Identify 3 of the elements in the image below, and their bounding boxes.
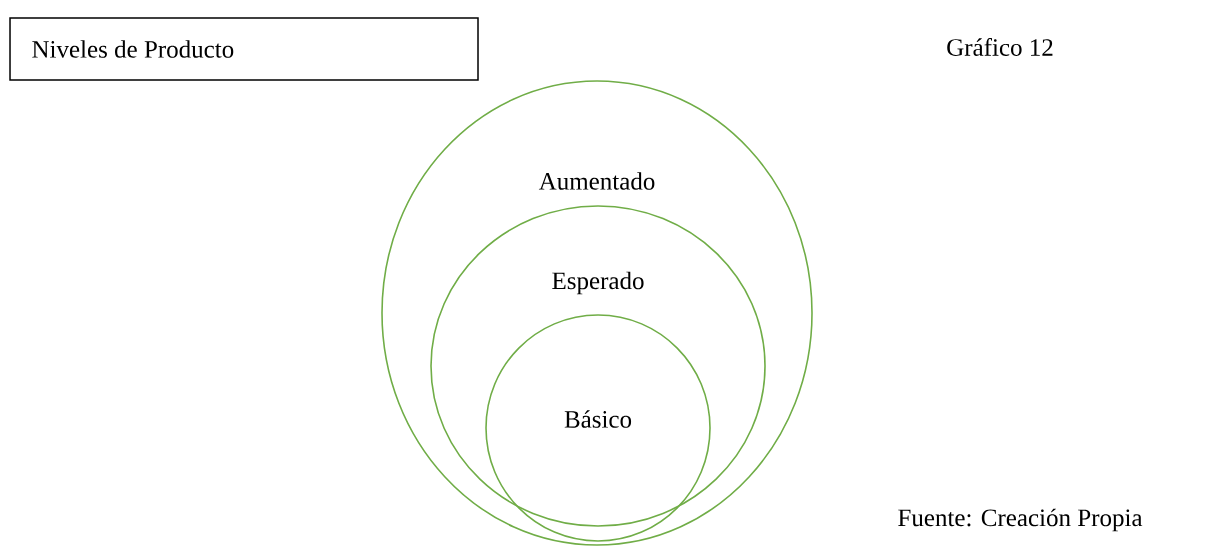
title-box: Niveles de Producto	[9, 17, 479, 81]
caption-text: Gráfico 12	[947, 38, 1053, 56]
caption-text: Fuente: Creación Propia	[898, 508, 1143, 532]
